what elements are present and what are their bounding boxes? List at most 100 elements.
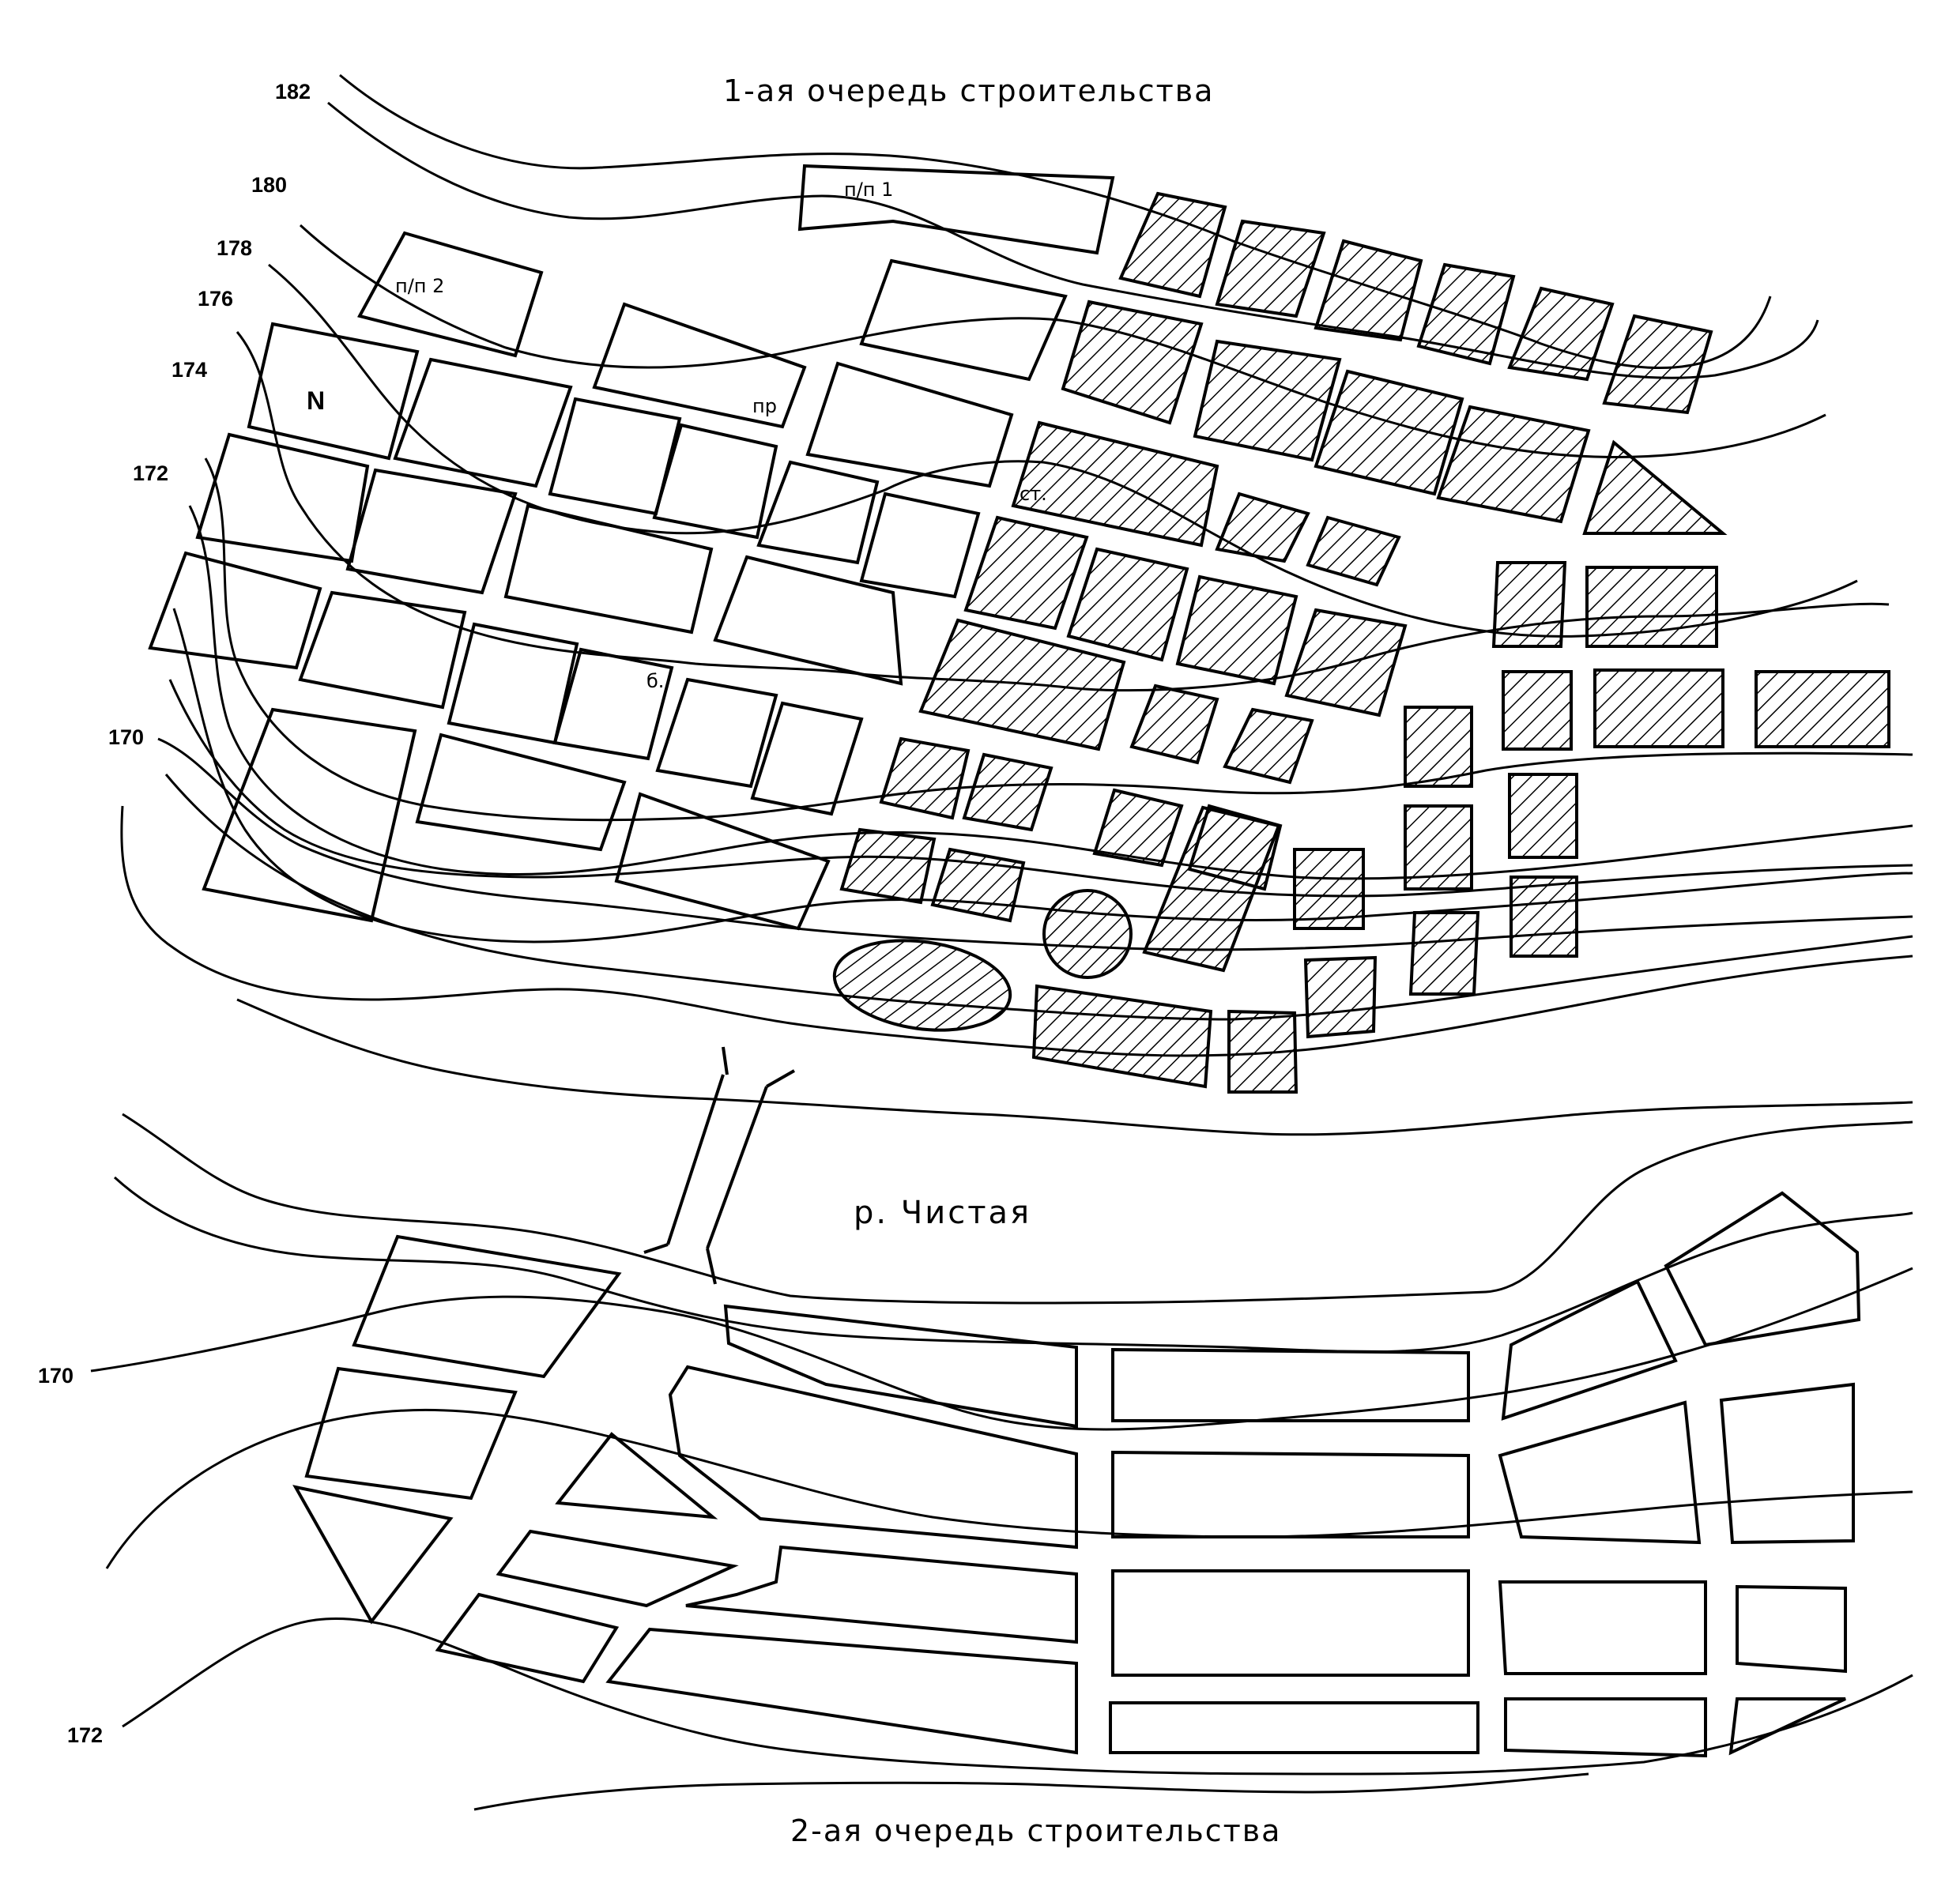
built-r7-1 (839, 827, 937, 905)
block-n20 (202, 707, 417, 923)
built-r4-2 (1066, 547, 1189, 662)
s-block-14 (1109, 1701, 1479, 1754)
built-r4-3 (1175, 574, 1298, 686)
block-n1 (859, 258, 1068, 382)
s-block-10 (723, 1304, 1078, 1429)
s-block-18 (1504, 1697, 1707, 1758)
block-n7 (652, 423, 778, 540)
block-n12 (503, 503, 714, 635)
built-r6-5 (1404, 804, 1473, 891)
built-triangle (1582, 439, 1728, 535)
elevation-label-170-south: 170 (38, 1364, 74, 1388)
built-r5-6 (1593, 668, 1724, 748)
block-n19 (750, 701, 864, 816)
s-block-11 (1111, 1347, 1470, 1422)
built-r6-3 (1092, 788, 1184, 868)
s-block-15 (1501, 1279, 1678, 1421)
s-block-16 (1498, 1400, 1702, 1545)
built-r2-1 (1061, 299, 1204, 425)
block-n17 (552, 647, 674, 761)
s-block-5 (496, 1529, 739, 1608)
block-label-pp2: п/п 2 (395, 275, 444, 297)
built-r1-2 (1215, 219, 1326, 318)
built-r7-6 (1510, 876, 1578, 958)
bridge-deck-right (706, 1086, 768, 1249)
map-labels: 1-ая очередь строительства 2-ая очередь … (38, 73, 1281, 1848)
s-block-12 (1111, 1450, 1470, 1538)
built-r1-1 (1118, 191, 1227, 299)
block-n14 (148, 551, 322, 670)
s-block-13 (1111, 1569, 1470, 1677)
built-r1-6 (1602, 314, 1713, 415)
bridge-deck-left (666, 1074, 725, 1245)
block-label-pp1: п/п 1 (844, 179, 893, 201)
contour-173-s (473, 1772, 1589, 1811)
built-r5-4 (1404, 706, 1473, 788)
block-n11 (345, 468, 518, 595)
south-contour-lines (90, 1113, 1913, 1811)
contour-170-n (157, 737, 1913, 951)
north-arrow: N (307, 386, 325, 415)
elevation-label-172-north: 172 (133, 461, 168, 485)
contour-172-b (188, 505, 1913, 880)
riverbank-south-2 (113, 1176, 1913, 1354)
built-oval-park (832, 939, 1012, 1032)
built-r5-5 (1502, 670, 1573, 751)
built-r8-2 (1031, 984, 1213, 1089)
elevation-label-180: 180 (251, 173, 287, 197)
built-r5-7 (1755, 670, 1890, 748)
s-block-2 (304, 1366, 518, 1501)
riverbank-south-1 (122, 1113, 1913, 1305)
contour-169-a (164, 774, 1913, 1021)
elevation-label-178: 178 (217, 236, 252, 260)
elevation-label-172-south: 172 (67, 1723, 103, 1747)
built-r1-4 (1416, 262, 1516, 366)
title-stage-2: 2-ая очередь строительства (790, 1813, 1281, 1848)
s-block-21 (1736, 1584, 1847, 1674)
bridge-abutment-north (722, 1046, 795, 1088)
s-block-6 (435, 1592, 620, 1684)
block-n2 (592, 302, 807, 429)
s-block-22 (1728, 1697, 1846, 1756)
built-r3-2 (1215, 491, 1310, 563)
river-label: р. Чистая (854, 1195, 1031, 1231)
s-block-9 (668, 1365, 1078, 1550)
block-n21 (415, 732, 627, 852)
built-r8-3 (1227, 1009, 1298, 1094)
built-r7-4 (1293, 848, 1365, 930)
bridge (643, 1046, 795, 1285)
built-r2-2 (1193, 339, 1342, 462)
elevation-label-176: 176 (198, 287, 233, 311)
block-label-pr: пр (752, 395, 777, 417)
built-r2-3 (1314, 369, 1464, 496)
block-n22 (614, 792, 831, 931)
elevation-label-170-north: 170 (108, 725, 144, 749)
contour-170-s (90, 1267, 1913, 1431)
built-r2-4 (1436, 405, 1591, 524)
block-n9 (859, 491, 981, 599)
block-n10 (195, 432, 370, 563)
contour-171-s (105, 1408, 1913, 1569)
built-r1-3 (1314, 239, 1423, 342)
built-r4-4 (1284, 608, 1408, 717)
s-block-20 (1719, 1382, 1855, 1545)
built-r8-1 (1303, 955, 1378, 1039)
block-n4 (247, 322, 420, 461)
built-r4-1 (963, 515, 1089, 631)
block-label-b: б. (646, 670, 664, 692)
block-label-st: ст. (1020, 483, 1047, 505)
north-built-blocks (832, 191, 1890, 1094)
block-n3 (805, 361, 1014, 488)
block-n8 (756, 460, 880, 565)
built-r1-5 (1507, 286, 1615, 382)
built-r5-2 (1129, 684, 1219, 765)
block-n18 (655, 677, 778, 789)
built-r7-3 (1142, 805, 1281, 973)
built-r4-5 (1491, 561, 1567, 648)
s-block-1 (352, 1234, 622, 1379)
built-r3-1 (1011, 420, 1219, 548)
block-pp1 (797, 164, 1115, 255)
bridge-abutment-south (643, 1243, 717, 1285)
s-block-4 (555, 1432, 718, 1520)
